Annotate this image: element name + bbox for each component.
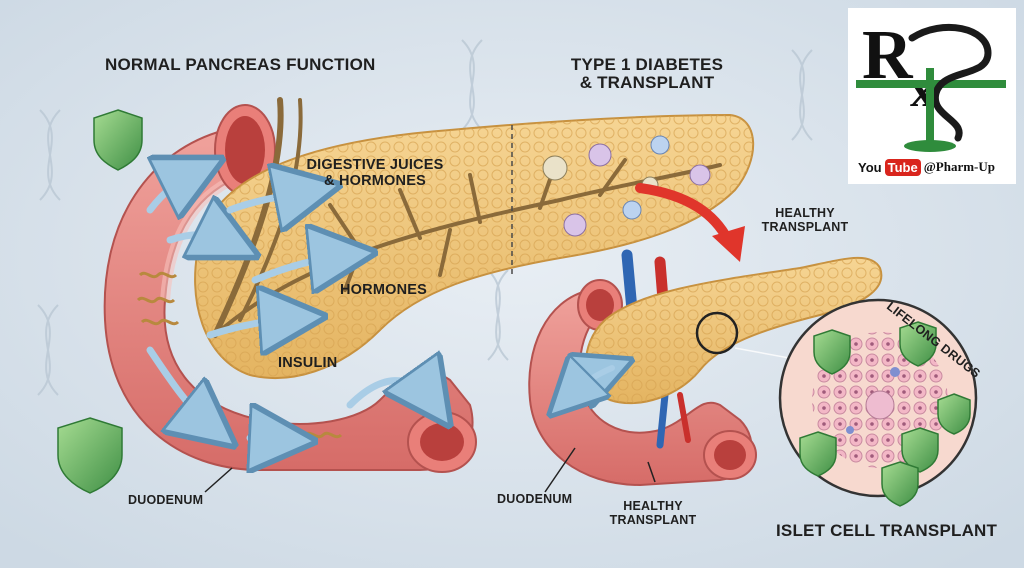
- channel-logo: R x: [848, 8, 1016, 184]
- flow-arrow-icon: [146, 170, 435, 440]
- title-type1-diabetes: TYPE 1 DIABETES & TRANSPLANT: [552, 55, 742, 93]
- title-right-line1: TYPE 1 DIABETES: [570, 55, 724, 74]
- channel-handle: @Pharm-Up: [923, 159, 995, 174]
- label-duodenum-left: DUODENUM: [128, 493, 204, 507]
- label-hormones: HORMONES: [340, 282, 427, 298]
- title-right-line2: & TRANSPLANT: [579, 73, 715, 93]
- shield-icon: [57, 109, 971, 507]
- label-healthy-transplant-bottom: HEALTHY TRANSPLANT: [598, 499, 708, 527]
- red-arrowhead-icon: [712, 226, 745, 262]
- label-digestive-line2: & HORMONES: [324, 172, 426, 189]
- label-healthy-transplant-top: HEALTHY TRANSPLANT: [745, 206, 865, 234]
- flow-arrow-icon: [565, 368, 612, 400]
- rx-logo-icon: R x: [856, 17, 1006, 152]
- label-pointer-lines: [204, 447, 656, 493]
- title-normal-pancreas: NORMAL PANCREAS FUNCTION: [105, 55, 376, 74]
- label-islet-cell-transplant: ISLET CELL TRANSPLANT: [776, 521, 998, 540]
- label-healthy-top-line2: TRANSPLANT: [761, 219, 849, 234]
- dna-icon: [37, 39, 813, 396]
- label-healthy-bottom-line2: TRANSPLANT: [609, 512, 697, 527]
- youtube-badge: You Tube @Pharm-Up: [858, 156, 995, 178]
- youtube-tube-label: Tube: [884, 158, 921, 176]
- label-insulin: INSULIN: [278, 355, 338, 371]
- pancreatic-cells: [542, 135, 711, 237]
- red-arrow-icon: [635, 183, 733, 245]
- label-digestive-juices: DIGESTIVE JUICES & HORMONES: [300, 157, 450, 189]
- label-healthy-bottom-line1: HEALTHY: [623, 499, 683, 513]
- pancreas-transplant: [585, 256, 883, 405]
- label-digestive-line1: DIGESTIVE JUICES: [306, 157, 444, 173]
- youtube-icon: You: [858, 159, 882, 175]
- label-healthy-top-line1: HEALTHY: [775, 206, 835, 220]
- label-duodenum-right: DUODENUM: [497, 492, 573, 506]
